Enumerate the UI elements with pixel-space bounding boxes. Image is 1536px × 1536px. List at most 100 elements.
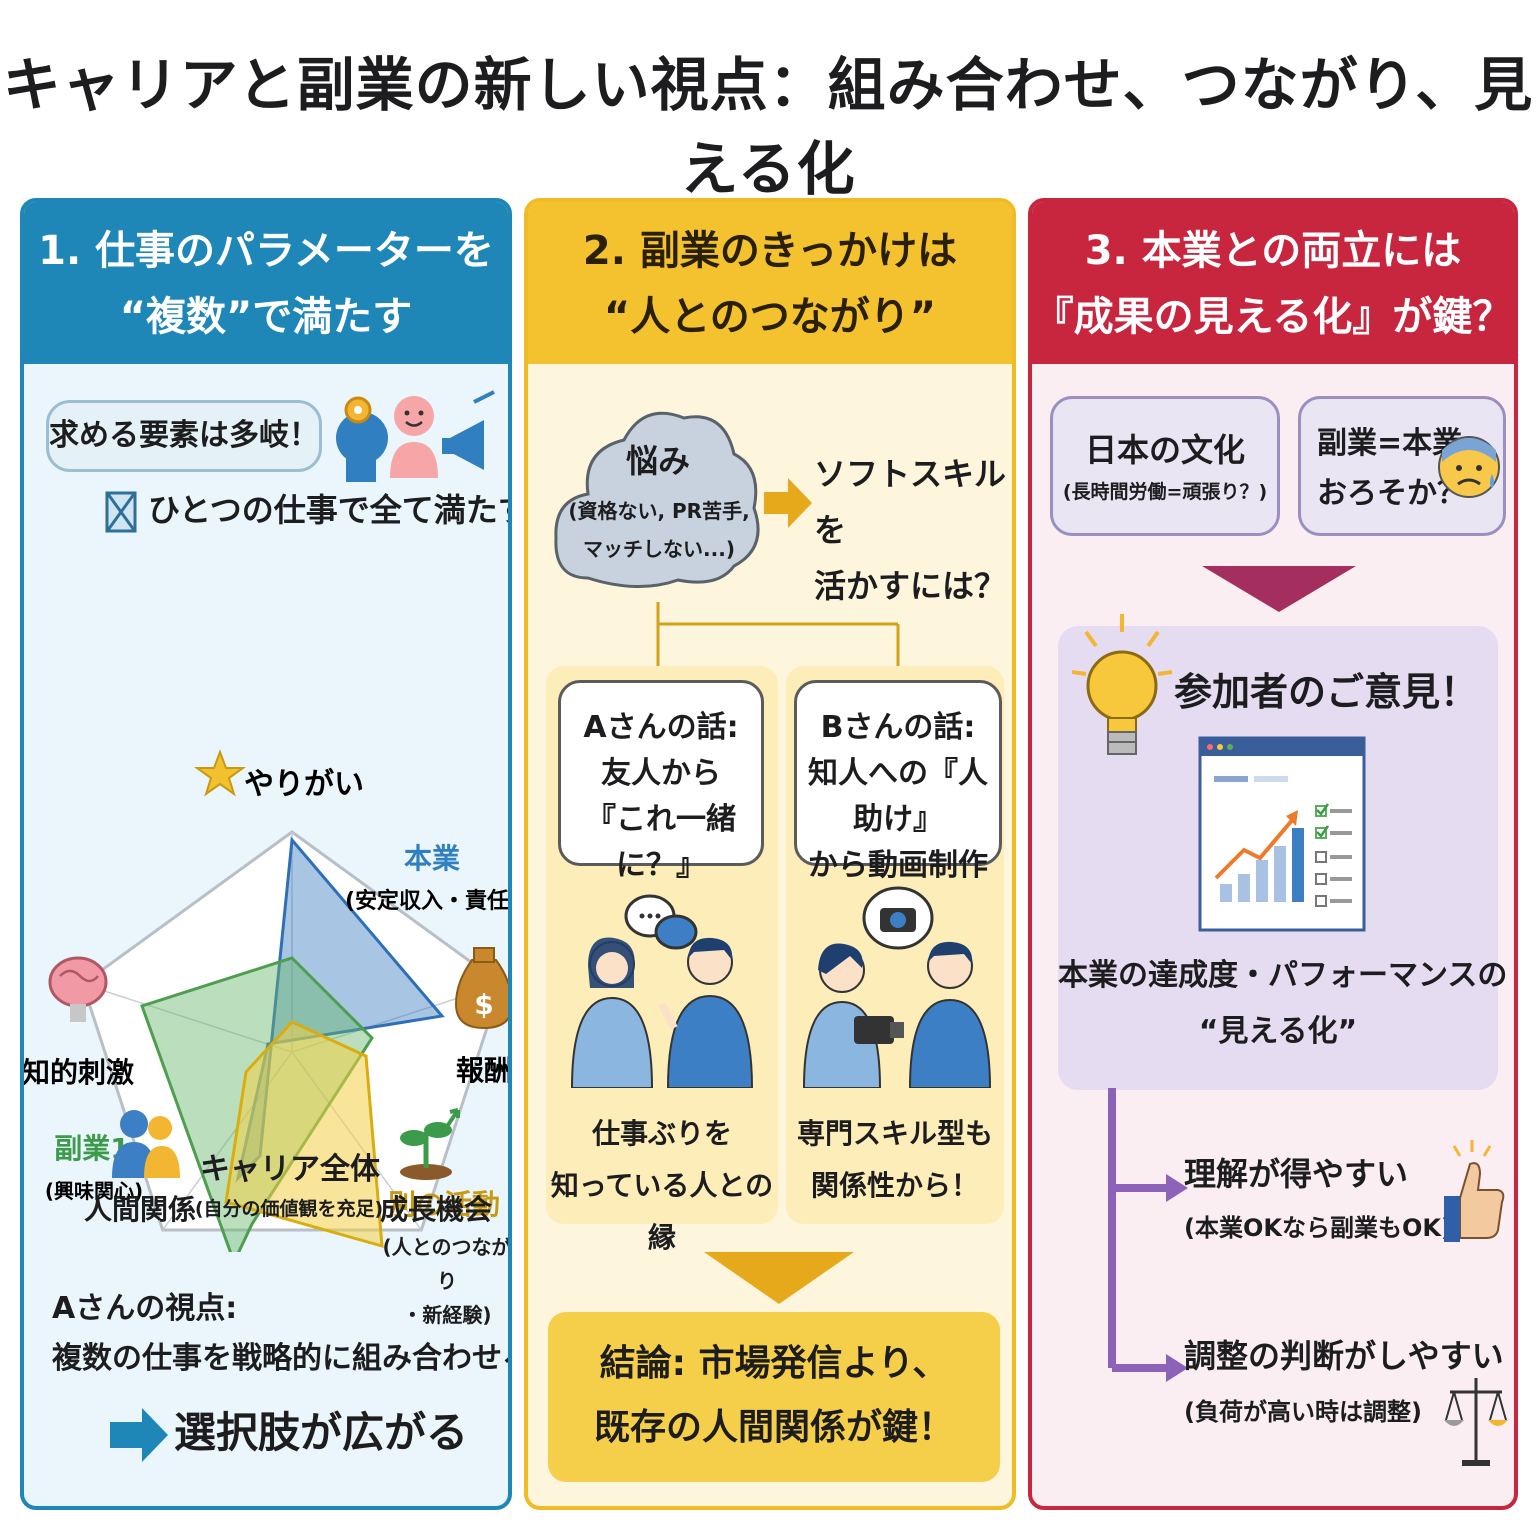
money-bag-icon: $ xyxy=(454,947,508,1030)
soft-skill-line1: ソフトスキルを xyxy=(814,455,1007,549)
lightbulb-icon xyxy=(1072,614,1173,755)
story-b-caption: 専門スキル型も 関係性から！ xyxy=(788,1108,1002,1212)
brain-icon xyxy=(48,956,108,1022)
star-icon xyxy=(193,749,247,797)
visualization-text: 本業の達成度・パフォーマンスの “見える化” xyxy=(1058,948,1508,1060)
worry-line2: マッチしない...) xyxy=(583,537,735,561)
story-a-title: Aさんの話: xyxy=(583,710,739,745)
series-fuku1-sub: (興味関心) xyxy=(45,1179,143,1203)
axis-bottom-center-label2: (自分の価値観を充足) xyxy=(194,1198,384,1220)
conclusion-line2: 既存の人間関係が鍵！ xyxy=(593,1407,954,1448)
series-other-sub-line2: ・新経験) xyxy=(402,1303,492,1327)
sprout-icon xyxy=(400,1108,460,1180)
section-2-heading-line1: 2. 副業のきっかけは xyxy=(582,228,958,274)
neglect-question-line1: 副業=本業 xyxy=(1317,426,1463,461)
soft-skill-line2: 活かすには？ xyxy=(814,567,1007,605)
story-b-caption-line1: 専門スキル型も xyxy=(796,1117,993,1150)
story-b-caption-line2: 関係性から！ xyxy=(810,1169,979,1202)
benefit-2-sub: (負荷が高い時は調整) xyxy=(1184,1398,1422,1426)
thumbs-up-icon xyxy=(1444,1140,1505,1242)
story-b-line3: から動画制作 xyxy=(808,848,988,883)
visualization-line2: “見える化” xyxy=(1198,1014,1358,1049)
section-2-heading: 2. 副業のきっかけは “人とのつながり” xyxy=(528,202,1012,364)
section-parameters: 1. 仕事のパラメーターを “複数”で満たす 求める要素は多岐！ ひ xyxy=(20,198,512,1510)
series-other-label: 別の活動 xyxy=(388,1188,500,1221)
axis-bottom-center-label1: キャリア全体 xyxy=(200,1152,380,1187)
story-a-line2: 友人から xyxy=(601,756,721,791)
section-visualization: 3. 本業との両立には 『成果の見える化』が鍵？ 日本の文化 (長時間労働=頑張… xyxy=(1028,198,1518,1510)
story-b-title: Bさんの話: xyxy=(820,710,976,745)
benefit-1-title: 理解が得やすい xyxy=(1184,1155,1409,1193)
down-arrow-icon xyxy=(1202,566,1356,612)
series-other-sub: (人とのつながり ・新経験) xyxy=(382,1230,512,1332)
svg-text:$: $ xyxy=(474,988,493,1021)
story-a-bubble: Aさんの話: 友人から 『これ一緒に？』 xyxy=(558,680,764,883)
branch-connector xyxy=(656,602,900,666)
a-viewpoint-title: Aさんの視点: xyxy=(52,1291,238,1326)
benefit-1-sub: (本業OKなら副業もOK) xyxy=(1184,1214,1452,1242)
friends-talking-illustration xyxy=(570,894,754,1088)
diverse-elements-pill: 求める要素は多岐！ xyxy=(46,400,322,472)
japan-culture-title: 日本の文化 xyxy=(1084,431,1245,469)
megaphone-icon xyxy=(442,390,495,470)
visualization-line1: 本業の達成度・パフォーマンスの xyxy=(1058,958,1508,993)
video-shoot-illustration xyxy=(802,886,992,1088)
story-b-bubble: Bさんの話: 知人への『人助け』 から動画制作 xyxy=(794,680,1002,883)
gear-head-icon xyxy=(336,396,388,482)
branch-arrows xyxy=(1108,1088,1188,1382)
worry-details: (資格ない, PR苦手, マッチしない...) xyxy=(554,492,764,568)
axis-left-label: 知的刺激 xyxy=(24,1056,134,1089)
smiley-person-icon xyxy=(390,396,438,478)
section-3-heading-line1: 3. 本業との両立には xyxy=(1084,228,1462,274)
balance-scale-icon xyxy=(1444,1378,1508,1466)
performance-dashboard-icon xyxy=(1198,736,1366,932)
worry-cloud xyxy=(554,411,760,588)
single-job-text: ひとつの仕事で全て満たす xyxy=(148,491,512,529)
man-icon xyxy=(658,937,754,1088)
series-honbu-sub: (安定収入・責任) xyxy=(345,888,512,914)
japan-culture-box: 日本の文化 (長時間労働=頑張り？) xyxy=(1050,396,1280,536)
axis-bottom-right-label: 成長機会 xyxy=(379,1193,492,1226)
participant-opinion-title: 参加者のご意見！ xyxy=(1174,670,1479,714)
needs-icons xyxy=(336,390,495,482)
series-honbu-label: 本業 xyxy=(404,842,460,875)
axis-top-label: やりがい xyxy=(244,767,364,802)
options-widen-text: 選択肢が広がる xyxy=(174,1408,469,1457)
section-connections: 2. 副業のきっかけは “人とのつながり” 悩み (資格ない, PR苦手, マッ… xyxy=(524,198,1016,1510)
series-other-sub-line1: (人とのつながり xyxy=(382,1235,512,1293)
down-arrow-icon xyxy=(704,1252,854,1304)
story-b-line2: 知人への『人助け』 xyxy=(808,756,988,837)
story-a-caption: 仕事ぶりを 知っている人との縁 xyxy=(550,1108,774,1264)
page-title: キャリアと副業の新しい視点：組み合わせ、つながり、見える化 xyxy=(2,51,1534,203)
story-a-caption-line1: 仕事ぶりを xyxy=(591,1117,732,1150)
section-2-heading-line2: “人とのつながり” xyxy=(603,294,937,340)
story-a-line3: 『これ一緒に？』 xyxy=(586,802,736,883)
story-a-caption-line2: 知っている人との縁 xyxy=(550,1169,774,1254)
checklist xyxy=(1315,803,1352,907)
worry-title: 悩み xyxy=(625,442,690,480)
radar-grid-spoke xyxy=(82,983,293,1053)
career-radar-chart: やりがい 本業 (安定収入・責任) $ 報酬 知的刺激 副業1 (興味関心) 別… xyxy=(24,749,512,1252)
man-icon xyxy=(908,941,992,1088)
section-3-heading-line2: 『成果の見える化』が鍵？ xyxy=(1033,294,1513,340)
soft-skill-question: ソフトスキルを 活かすには？ xyxy=(814,446,1012,614)
arrow-right-icon xyxy=(764,478,812,528)
axis-bottom-left-label: 人間関係 xyxy=(83,1193,196,1226)
series-other-area xyxy=(224,1020,384,1249)
crossed-box-icon xyxy=(105,491,137,533)
worry-line1: (資格ない, PR苦手, xyxy=(568,499,750,523)
single-job-not: ひとつの仕事で全て満たす xyxy=(104,486,508,536)
woman-icon xyxy=(570,937,654,1088)
conclusion-line1: 結論: 市場発信より、 xyxy=(599,1343,949,1384)
a-viewpoint-text: 複数の仕事を戦略的に組み合わせる！ xyxy=(52,1341,512,1376)
conclusion-box: 結論: 市場発信より、 既存の人間関係が鍵！ xyxy=(548,1312,1000,1482)
axis-right-label: 報酬 xyxy=(456,1054,512,1087)
camera-icon xyxy=(862,886,934,950)
camerawoman-icon xyxy=(802,943,904,1088)
worried-face-icon xyxy=(1438,436,1500,498)
benefit-2-title: 調整の判断がしやすい xyxy=(1184,1337,1504,1375)
people-icon xyxy=(112,1110,180,1178)
section-1-heading-line1: 1. 仕事のパラメーターを xyxy=(38,228,494,274)
section-3-heading: 3. 本業との両立には 『成果の見える化』が鍵？ xyxy=(1032,202,1514,364)
section-1-heading: 1. 仕事のパラメーターを “複数”で満たす xyxy=(24,202,508,364)
